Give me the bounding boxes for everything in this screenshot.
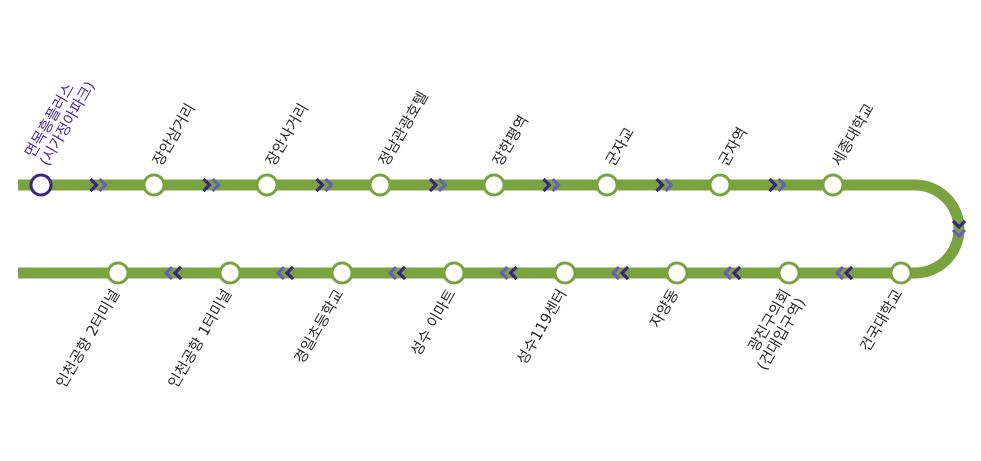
station-label: 성수119센터 — [513, 286, 571, 368]
station-b08[interactable] — [889, 261, 913, 285]
station-label: 장한평역 — [489, 112, 532, 169]
station-b01[interactable] — [106, 261, 130, 285]
station-s01[interactable] — [29, 173, 53, 197]
station-s05[interactable] — [482, 173, 506, 197]
station-label: 경일초등학교 — [290, 286, 347, 367]
station-label: 정남관광호텔 — [375, 88, 432, 169]
direction-arrow-left — [834, 265, 854, 281]
station-label: 자양동 — [646, 286, 682, 331]
direction-arrow-left — [163, 265, 183, 281]
direction-arrow-down — [951, 219, 967, 239]
direction-arrow-left — [722, 265, 742, 281]
direction-arrow-right — [315, 177, 334, 193]
direction-arrow-left — [275, 265, 295, 281]
route-line — [18, 179, 965, 279]
station-label: 세종대학교 — [828, 100, 878, 169]
station-layer — [29, 173, 913, 285]
direction-arrow-left — [499, 265, 518, 281]
station-label: 장안삼거리 — [149, 100, 199, 169]
direction-arrow-right — [542, 177, 561, 193]
station-label: 성수 이마트 — [407, 286, 460, 359]
station-label: 군자역 — [715, 124, 751, 169]
station-label: 장안사거리 — [262, 100, 312, 169]
station-label: 면목흥플러스(시가정아파크) — [21, 70, 99, 169]
direction-arrow-right — [428, 177, 448, 193]
station-s04[interactable] — [368, 173, 392, 197]
direction-arrow-right — [202, 177, 221, 193]
station-label-layer: 면목흥플러스(시가정아파크) 장안삼거리 장안사거리 정남관광호텔 장한평역 군자교 군자역… — [21, 70, 906, 391]
station-s03[interactable] — [255, 173, 279, 197]
station-label: 군자교 — [602, 124, 638, 169]
station-b05[interactable] — [553, 261, 577, 285]
station-b02[interactable] — [218, 261, 242, 285]
station-s02[interactable] — [142, 173, 166, 197]
direction-arrow-right — [89, 177, 108, 193]
route-line-layer — [18, 179, 965, 279]
station-label: 건국대학교 — [856, 286, 906, 355]
direction-arrow-right — [655, 177, 674, 193]
direction-arrow-left — [610, 265, 630, 281]
direction-arrow-right — [768, 177, 787, 193]
station-label: 인천공항 2터미널 — [52, 286, 123, 391]
station-b04[interactable] — [442, 261, 466, 285]
direction-arrow-layer — [89, 177, 967, 281]
station-s08[interactable] — [821, 173, 845, 197]
station-b07[interactable] — [777, 261, 801, 285]
station-s06[interactable] — [595, 173, 619, 197]
station-b06[interactable] — [665, 261, 689, 285]
station-b03[interactable] — [330, 261, 354, 285]
station-label: 광진구의회(건대입구역) — [739, 286, 810, 373]
station-s07[interactable] — [708, 173, 732, 197]
direction-arrow-left — [387, 265, 407, 281]
station-label: 인천공항 1터미널 — [164, 286, 235, 391]
